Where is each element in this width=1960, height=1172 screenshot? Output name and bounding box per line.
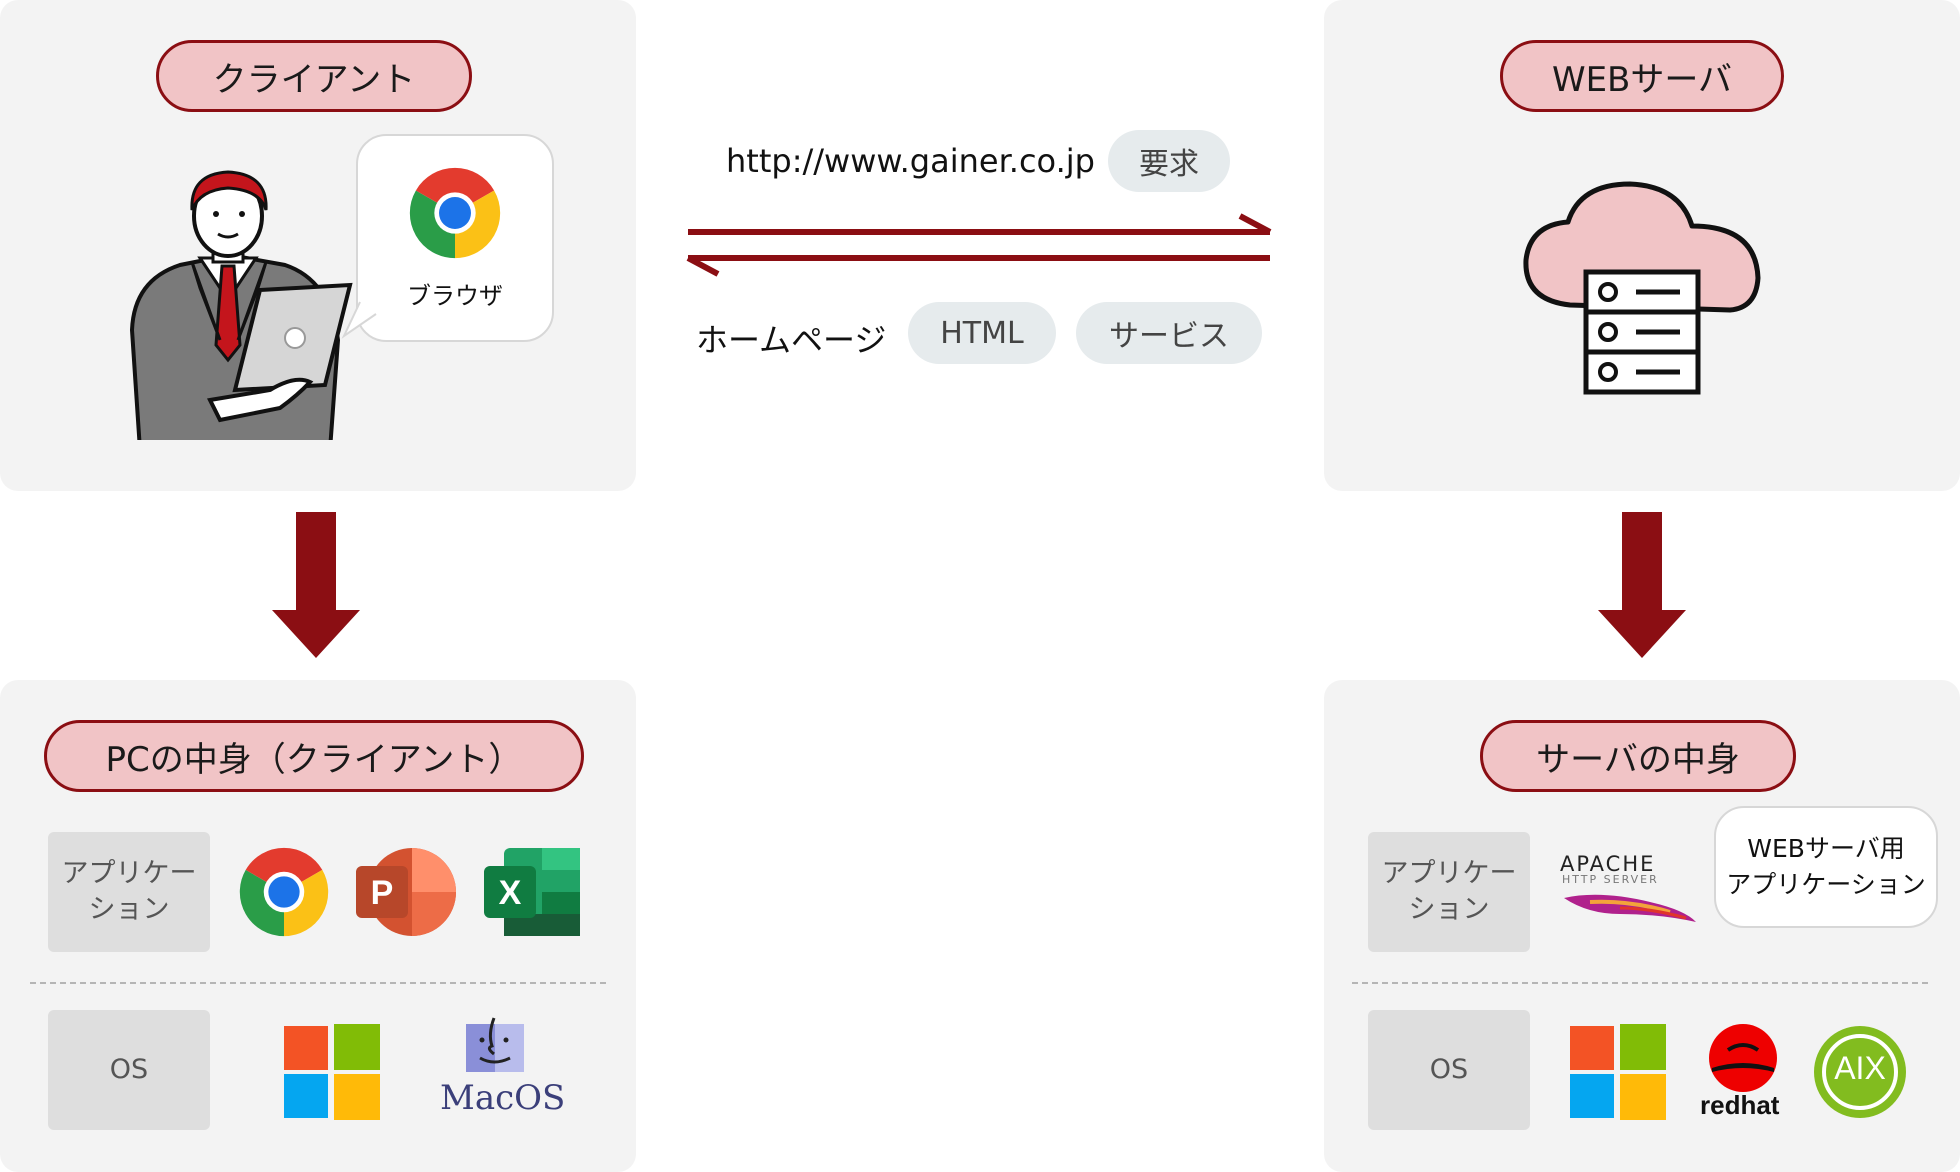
server-divider — [1352, 982, 1928, 984]
request-tag: 要求 — [1108, 130, 1230, 192]
aix-icon — [1814, 1026, 1906, 1118]
client-title: クライアント — [156, 40, 472, 112]
exchange-arrows — [686, 213, 1272, 277]
cloud-server-icon — [1523, 181, 1761, 395]
redhat-icon — [1709, 1024, 1777, 1092]
windows-server-icon — [1570, 1024, 1666, 1120]
browser-label: ブラウザ — [407, 281, 503, 310]
chrome-icon — [409, 167, 501, 258]
macos-label: MacOS — [440, 1078, 566, 1118]
pc-divider — [30, 982, 606, 984]
bubble-line-1: WEBサーバ用 — [1747, 834, 1905, 863]
pc-contents-title: PCの中身（クライアント） — [44, 720, 584, 792]
macos-icon — [466, 1017, 524, 1072]
server-os-label: OS — [1368, 1010, 1530, 1130]
svg-text:X: X — [499, 874, 522, 912]
excel-icon: X — [484, 848, 580, 936]
windows-icon — [284, 1024, 380, 1120]
request-url: http://www.gainer.co.jp — [726, 142, 1095, 180]
down-arrow-server — [1598, 512, 1686, 658]
apache-sub-label: HTTP SERVER — [1562, 873, 1659, 886]
redhat-label: redhat — [1700, 1090, 1780, 1120]
response-tag-html: HTML — [908, 302, 1056, 364]
businessman-illustration — [129, 170, 353, 440]
response-tag-service: サービス — [1076, 302, 1262, 364]
chrome-icon — [239, 847, 329, 937]
webserver-app-bubble: WEBサーバ用 アプリケーション — [1714, 806, 1938, 928]
pc-app-label: アプリケー ション — [48, 832, 210, 952]
svg-text:P: P — [371, 874, 394, 912]
powerpoint-icon: P — [356, 848, 456, 936]
apache-feather-icon — [1564, 894, 1696, 922]
apache-label: APACHE — [1560, 852, 1656, 876]
server-title: WEBサーバ — [1500, 40, 1784, 112]
pc-os-label: OS — [48, 1010, 210, 1130]
response-label: ホームページ — [696, 321, 887, 359]
bubble-tail — [341, 301, 377, 339]
browser-bubble: ブラウザ — [356, 134, 554, 342]
down-arrow-client — [272, 512, 360, 658]
aix-label: AIX — [1834, 1050, 1886, 1086]
server-contents-title: サーバの中身 — [1480, 720, 1796, 792]
server-app-label: アプリケー ション — [1368, 832, 1530, 952]
bubble-line-2: アプリケーション — [1726, 870, 1926, 899]
